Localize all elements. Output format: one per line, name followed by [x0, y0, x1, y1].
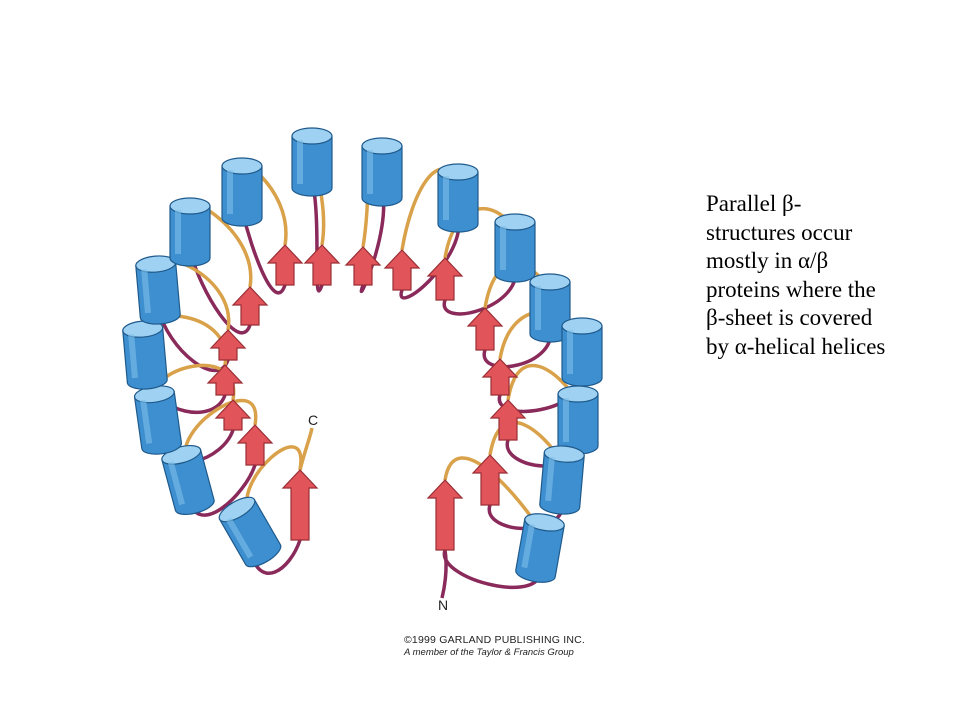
caption-line-1: Parallel β-: [706, 191, 802, 216]
strand-arrow: [426, 257, 464, 301]
strand-arrow: [466, 307, 504, 351]
caption-line-4: proteins where the: [706, 276, 876, 302]
helix-cylinder: [557, 385, 599, 455]
helix-cylinder: [437, 163, 479, 233]
c-terminus-label: C: [308, 412, 318, 428]
helix-cylinder: [539, 445, 585, 515]
strand-arrow: [471, 454, 509, 506]
strand-arrow: [383, 249, 421, 291]
strand-arrow: [426, 479, 464, 551]
helix-cylinder: [161, 444, 215, 516]
copyright-credit: ©1999 GARLAND PUBLISHING INC. A member o…: [404, 634, 585, 658]
helix-cylinder: [361, 137, 403, 207]
helix-cylinder: [494, 213, 536, 283]
strand-arrow: [344, 246, 382, 286]
publisher-line: A member of the Taylor & Francis Group: [404, 647, 574, 658]
n-terminus-label: N: [438, 597, 448, 613]
strand-arrow: [489, 399, 527, 441]
n-tail: [440, 549, 448, 599]
helix-cylinder: [221, 157, 263, 227]
strand-arrow: [236, 424, 274, 466]
helix-cylinder: [291, 127, 333, 197]
caption-text: Parallel β- structures occur mostly in α…: [706, 190, 946, 361]
strand-arrow: [231, 286, 269, 326]
helix-cylinder: [133, 385, 183, 455]
strand-arrow: [206, 364, 244, 396]
helix-cylinder: [561, 317, 603, 387]
helix-cylinder: [218, 496, 282, 568]
beta-strands: [206, 244, 527, 551]
protein-fold-illustration: C N: [122, 127, 603, 613]
helix-cylinder: [135, 255, 181, 325]
copyright-line: ©1999 GARLAND PUBLISHING INC.: [404, 634, 586, 646]
c-tail: [298, 427, 314, 471]
helix-cylinder: [515, 513, 565, 583]
caption-line-5: β-sheet is covered: [706, 305, 873, 330]
strand-arrow: [214, 399, 252, 431]
caption-line-6: by α-helical helices: [706, 333, 886, 359]
helix-cylinder: [169, 197, 211, 267]
helix-cylinder: [529, 273, 571, 343]
strand-arrow: [281, 469, 319, 541]
caption-line-3: mostly in α/β: [706, 248, 829, 273]
caption-line-2: structures occur: [706, 219, 853, 245]
strand-arrow: [481, 358, 519, 396]
alpha-helices: [122, 127, 603, 583]
strand-arrow: [266, 244, 304, 286]
strand-arrow: [303, 244, 341, 286]
strand-arrow: [209, 329, 247, 361]
helix-cylinder: [122, 320, 168, 390]
